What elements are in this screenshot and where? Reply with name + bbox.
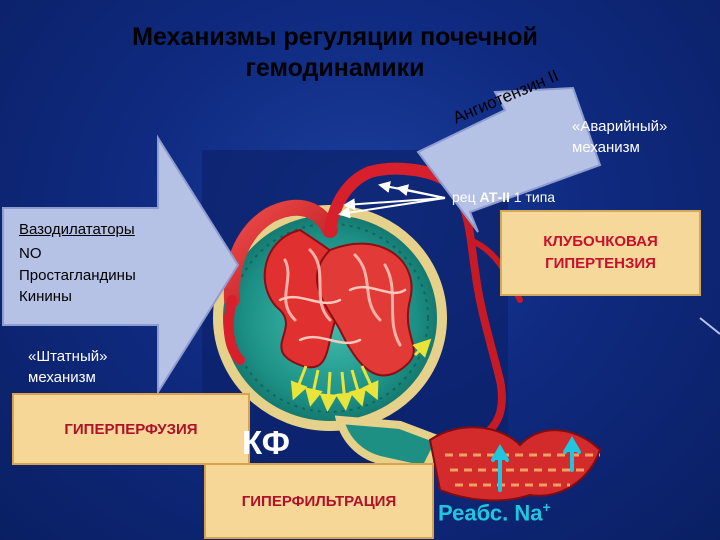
vasodilator-item: Простагландины — [19, 267, 136, 284]
peritubular-capillaries — [428, 426, 602, 502]
large-right-arrow-icon — [2, 134, 240, 396]
vasodilator-item: NO — [19, 245, 42, 262]
reabsorption-text: Реабс. Na — [438, 500, 543, 526]
reabsorption-label: Реабс. Na+ — [438, 499, 551, 526]
angled-arrow-icon — [416, 86, 602, 233]
capillary-tuft — [263, 228, 415, 377]
decor-line — [699, 317, 720, 335]
glomerular-line-1: КЛУБОЧКОВАЯ — [543, 233, 658, 250]
page-title: Механизмы регуляции почечной гемодинамик… — [105, 22, 565, 84]
vasodilators-box: Вазодилататоры NO Простагландины Кинины — [3, 210, 171, 320]
regular-mechanism-label: «Штатный» механизм — [28, 346, 107, 388]
glomerular-hypertension-box: КЛУБОЧКОВАЯ ГИПЕРТЕНЗИЯ — [500, 210, 701, 296]
vasodilator-item: Кинины — [19, 288, 72, 305]
emergency-line-1: «Аварийный» — [572, 118, 668, 135]
reabsorption-sup: + — [542, 499, 551, 515]
receptor-label: рец АТ-II 1 типа — [452, 189, 555, 205]
regular-line-1: «Штатный» — [28, 348, 108, 365]
hyperperfusion-box: ГИПЕРПЕРФУЗИЯ — [12, 393, 250, 465]
title-line-2: гемодинамики — [245, 54, 425, 82]
receptor-arrows — [338, 181, 446, 219]
receptor-suffix: 1 типа — [513, 189, 556, 205]
title-line-1: Механизмы регуляции почечной — [132, 23, 538, 51]
receptor-prefix: рец — [452, 189, 476, 205]
filtration-arrow-icon — [290, 338, 432, 412]
regular-line-2: механизм — [28, 369, 96, 386]
gfr-label: КФ — [242, 424, 290, 461]
emergency-line-2: механизм — [572, 139, 640, 156]
emergency-mechanism-label: «Аварийный» механизм — [572, 116, 667, 158]
vasodilators-heading: Вазодилататоры — [19, 221, 135, 238]
receptor-bold: АТ-II — [479, 189, 510, 205]
reabsorption-arrow-icon — [491, 436, 581, 492]
glomerular-line-2: ГИПЕРТЕНЗИЯ — [545, 255, 656, 272]
hyperfiltration-box: ГИПЕРФИЛЬТРАЦИЯ — [204, 463, 434, 539]
